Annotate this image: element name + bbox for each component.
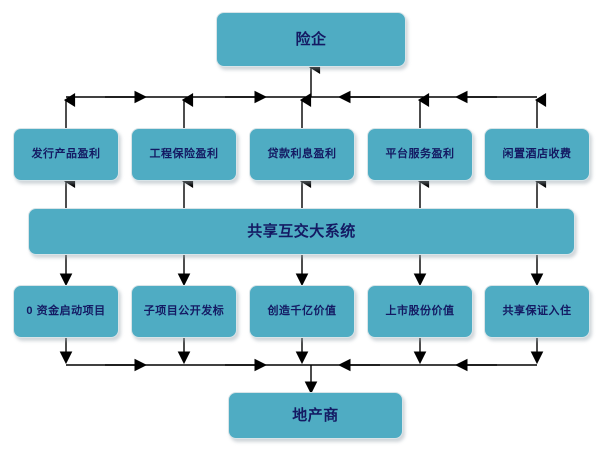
node-lower-3-label: 创造千亿价值 <box>267 304 337 317</box>
node-lower-5-label: 共享保证入住 <box>502 304 572 317</box>
node-lower-2[interactable]: 子项目公开发标 <box>131 285 237 338</box>
node-lower-4-label: 上市股份价值 <box>385 304 455 317</box>
node-upper-5-label: 闲置酒店收费 <box>502 147 572 160</box>
node-upper-3-label: 贷款利息盈利 <box>267 147 337 160</box>
node-upper-5[interactable]: 闲置酒店收费 <box>484 128 590 181</box>
node-center-system[interactable]: 共享互交大系统 <box>28 208 575 255</box>
node-center-system-label: 共享互交大系统 <box>247 222 356 240</box>
node-upper-2-label: 工程保险盈利 <box>149 147 219 160</box>
node-upper-4[interactable]: 平台服务盈利 <box>367 128 473 181</box>
node-upper-3[interactable]: 贷款利息盈利 <box>249 128 355 181</box>
node-lower-1-label: 0 资金启动项目 <box>26 304 106 317</box>
node-upper-1[interactable]: 发行产品盈利 <box>13 128 119 181</box>
node-upper-4-label: 平台服务盈利 <box>385 147 455 160</box>
node-developer-label: 地产商 <box>292 406 339 424</box>
node-upper-1-label: 发行产品盈利 <box>31 147 101 160</box>
node-insurer[interactable]: 险企 <box>216 12 406 67</box>
node-lower-1[interactable]: 0 资金启动项目 <box>13 285 119 338</box>
node-lower-4[interactable]: 上市股份价值 <box>367 285 473 338</box>
node-lower-2-label: 子项目公开发标 <box>143 304 225 317</box>
node-upper-2[interactable]: 工程保险盈利 <box>131 128 237 181</box>
node-lower-3[interactable]: 创造千亿价值 <box>249 285 355 338</box>
node-insurer-label: 险企 <box>295 30 327 48</box>
node-developer[interactable]: 地产商 <box>228 392 403 439</box>
node-lower-5[interactable]: 共享保证入住 <box>484 285 590 338</box>
